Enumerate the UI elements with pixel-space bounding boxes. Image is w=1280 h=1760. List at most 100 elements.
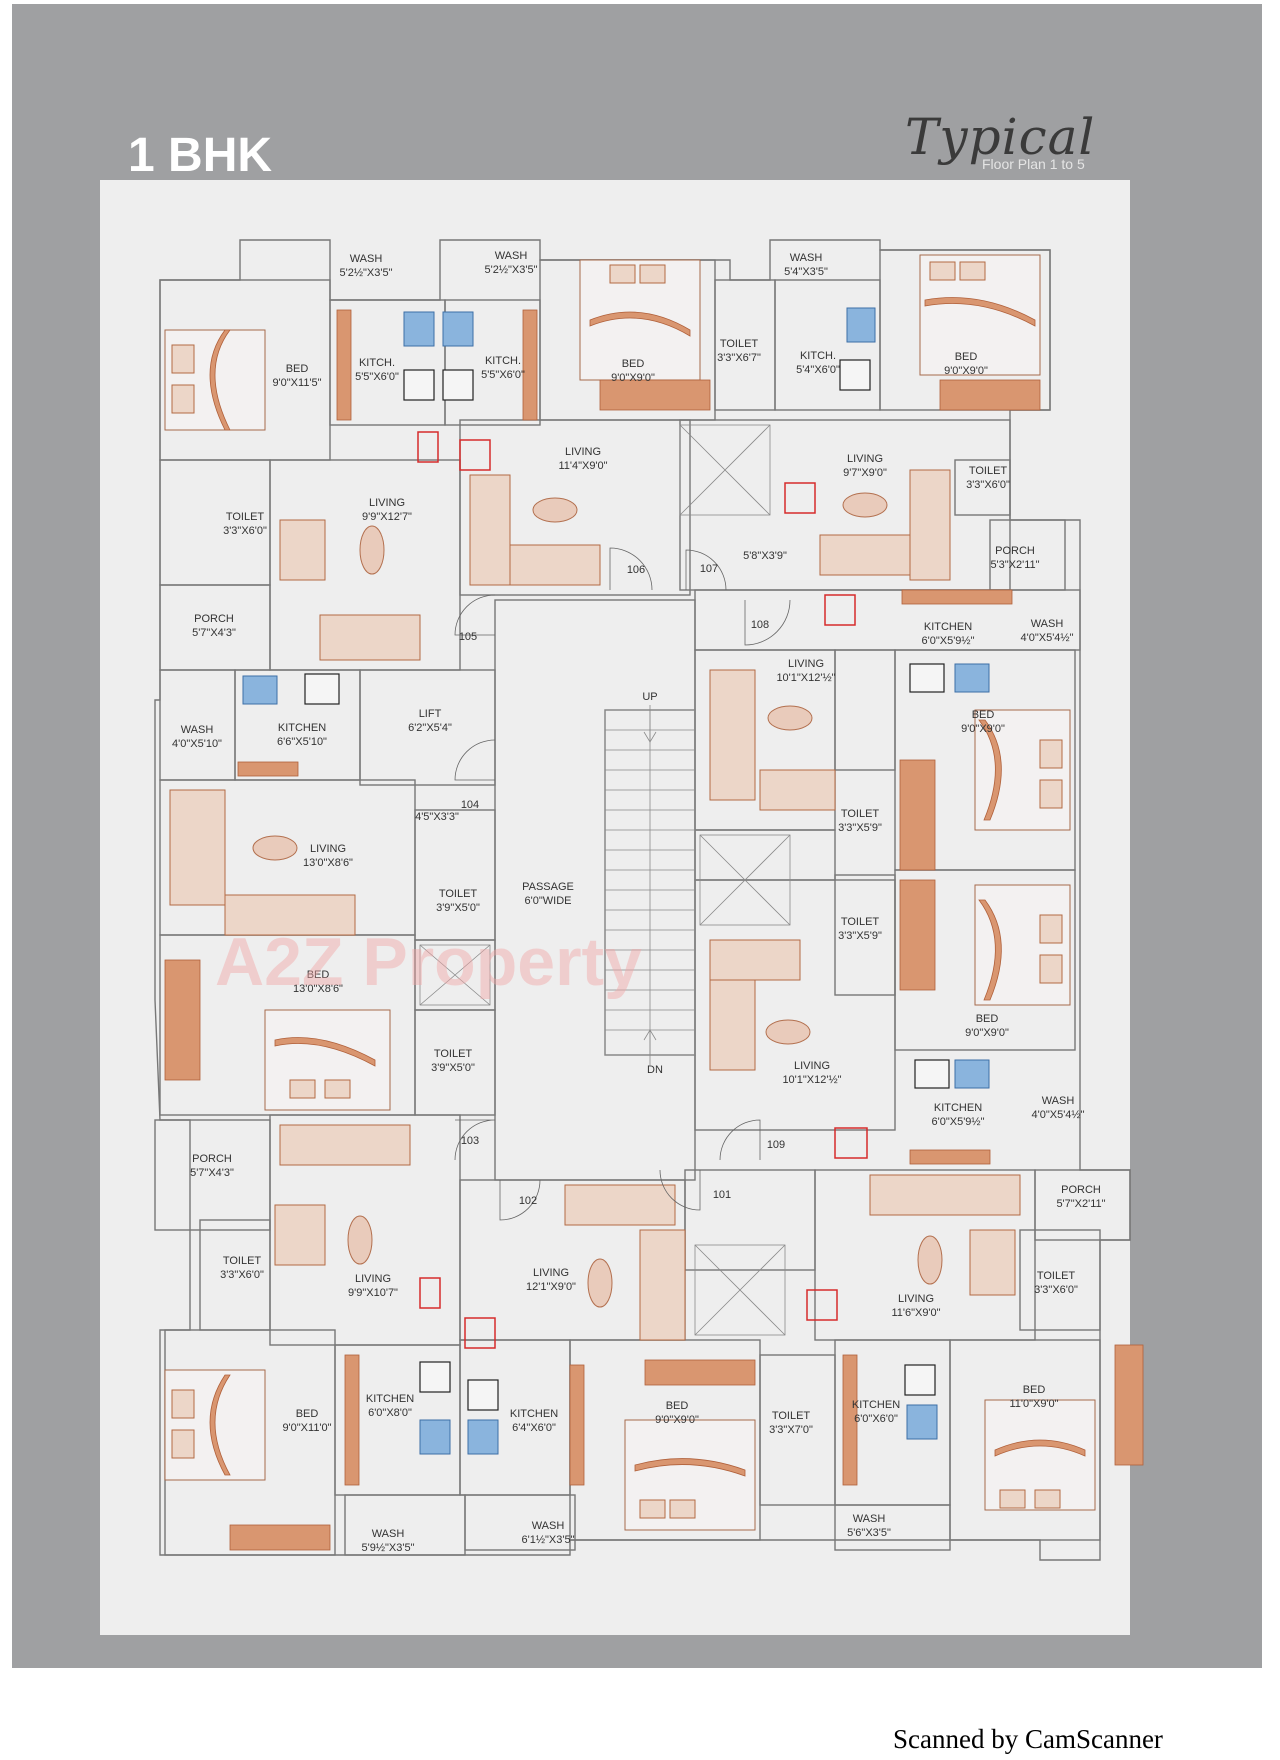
room-dim: 10'1"X12'½" [782, 1074, 841, 1086]
room-dim: 4'0"X5'10" [172, 738, 222, 750]
room-label: TOILET [772, 1410, 811, 1422]
room-label: LIVING [847, 453, 883, 465]
room-label: TOILET [720, 338, 759, 350]
flat-number: 104 [461, 799, 479, 811]
room-dim: 5'4"X3'5" [784, 266, 828, 278]
room-dim: 6'0"X8'0" [368, 1407, 412, 1419]
room-dim: 11'4"X9'0" [558, 460, 607, 472]
room-dim: 5'9½"X3'5" [362, 1542, 415, 1554]
room-label: BED [955, 351, 978, 363]
scanner-footer: Scanned by CamScanner [893, 1724, 1163, 1754]
room-dim: 6'0"X6'0" [854, 1413, 898, 1425]
room-dim: 4'5"X3'3" [415, 811, 459, 823]
room-label: WASH [350, 253, 383, 265]
room-dim: 6'0"X5'9½" [922, 635, 975, 647]
room-label: TOILET [226, 511, 265, 523]
floor-plan-subtitle: Floor Plan 1 to 5 [982, 156, 1085, 172]
staircase [604, 705, 696, 1065]
flat-number: 107 [700, 563, 718, 575]
room-label: TOILET [841, 808, 880, 820]
room-dim: 3'3"X6'0" [220, 1269, 264, 1281]
room-dim: 6'6"X5'10" [277, 736, 327, 748]
room-dim: 5'2½"X3'5" [485, 264, 538, 276]
room-label: BED [307, 969, 330, 981]
room-label: PORCH [1061, 1184, 1101, 1196]
room-dim: 6'4"X6'0" [512, 1422, 556, 1434]
room-label: TOILET [439, 888, 478, 900]
room-dim: 9'0"X11'5" [272, 377, 321, 389]
flat-number: 106 [627, 564, 645, 576]
sofas [169, 469, 1021, 1341]
room-label: BED [1023, 1384, 1046, 1396]
room-label: WASH [532, 1520, 565, 1532]
room-dim: 3'9"X5'0" [431, 1062, 475, 1074]
room-dim: 5'5"X6'0" [481, 369, 525, 381]
flat-number: 105 [459, 631, 477, 643]
room-label: PASSAGE [522, 881, 574, 893]
room-dim: 5'5"X6'0" [355, 371, 399, 383]
room-dim: 3'3"X5'9" [838, 822, 882, 834]
stair-down-label: DN [647, 1064, 663, 1076]
room-dim: 6'0"WIDE [525, 895, 572, 907]
room-dim: 9'0"X9'0" [611, 372, 655, 384]
room-dim: 5'3"X2'11" [990, 559, 1039, 571]
doors [454, 547, 791, 1221]
kitchen-fixtures [237, 307, 1013, 1486]
room-dim: 10'1"X12'½" [776, 672, 835, 684]
room-label: BED [666, 1400, 689, 1412]
room-label: TOILET [434, 1048, 473, 1060]
room-label: WASH [853, 1513, 886, 1525]
room-label: LIVING [369, 497, 405, 509]
room-dim: 4'0"X5'4½" [1032, 1109, 1085, 1121]
room-label: KITCHEN [934, 1102, 982, 1114]
room-label: LIVING [898, 1293, 934, 1305]
room-dim: 13'0"X8'6" [303, 857, 353, 869]
room-dim: 5'4"X6'0" [796, 364, 840, 376]
room-label: BED [976, 1013, 999, 1025]
room-label: LIVING [788, 658, 824, 670]
room-dim: 5'7"X4'3" [192, 627, 236, 639]
room-label: KITCHEN [852, 1399, 900, 1411]
room-dim: 9'9"X12'7" [362, 511, 412, 523]
room-dim: 9'0"X9'0" [944, 365, 988, 377]
room-label: TOILET [1037, 1270, 1076, 1282]
room-dim: 3'9"X5'0" [436, 902, 480, 914]
room-label: LIVING [310, 843, 346, 855]
room-label: TOILET [841, 916, 880, 928]
flat-number: 101 [713, 1189, 731, 1201]
room-label: WASH [495, 250, 528, 262]
room-dim: 5'2½"X3'5" [340, 267, 393, 279]
room-dim: 3'3"X6'7" [717, 352, 761, 364]
room-label: BED [296, 1408, 319, 1420]
room-label: BED [286, 363, 309, 375]
room-label: LIFT [419, 708, 442, 720]
flat-numbers: 106 107 105 108 104 103 109 102 101 [459, 563, 785, 1207]
room-dim: 11'0"X9'0" [1009, 1398, 1058, 1410]
room-dim: 3'3"X7'0" [769, 1424, 813, 1436]
room-label: KITCHEN [278, 722, 326, 734]
room-dim: 9'0"X11'0" [282, 1422, 331, 1434]
rugs [252, 492, 943, 1308]
room-label: PORCH [995, 545, 1035, 557]
room-dim: 3'3"X6'0" [966, 479, 1010, 491]
watermark: A2Z Property [215, 924, 642, 1000]
room-dim: 5'7"X4'3" [190, 1167, 234, 1179]
room-labels: WASH 5'2½"X3'5" WASH 5'2½"X3'5" WASH 5'4… [172, 250, 1106, 1554]
beds [164, 254, 1144, 1551]
room-dim: 3'3"X6'0" [1034, 1284, 1078, 1296]
room-label: LIVING [565, 446, 601, 458]
room-label: KITCH. [485, 355, 521, 367]
room-label: WASH [1031, 618, 1064, 630]
room-dim: 5'8"X3'9" [743, 550, 787, 562]
lift-shafts [419, 424, 791, 1336]
flat-number: 102 [519, 1195, 537, 1207]
room-label: KITCH. [359, 357, 395, 369]
room-label: PORCH [192, 1153, 232, 1165]
room-label: PORCH [194, 613, 234, 625]
flat-number: 108 [751, 619, 769, 631]
room-label: BED [622, 358, 645, 370]
room-dim: 6'2"X5'4" [408, 722, 452, 734]
typical-title: Typical [905, 108, 1096, 166]
room-label: WASH [1042, 1095, 1075, 1107]
